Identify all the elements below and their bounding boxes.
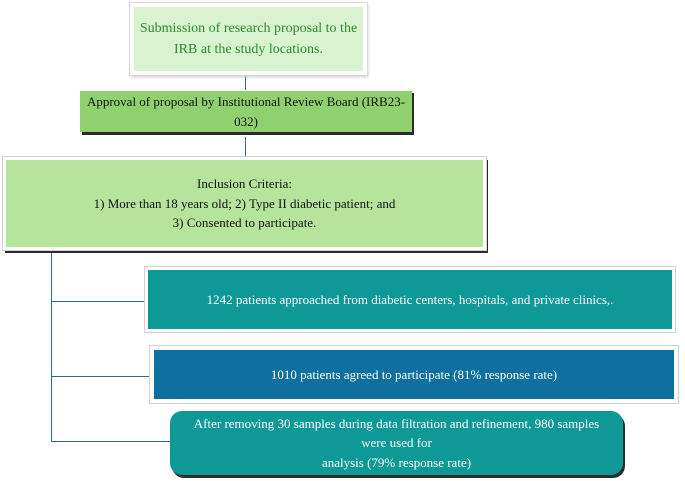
step-approval-box: Approval of proposal by Institutional Re… [80,90,412,132]
connector-branch-6 [51,441,171,442]
step-submission-line1: Submission of research proposal to the [139,21,358,36]
step-submission-line2: IRB at the study locations. [174,42,323,57]
step-approval-text: Approval of proposal by Institutional Re… [86,94,406,129]
step-analysis-line1: After removing 30 samples during data fi… [193,415,600,451]
step-analysis-line2: analysis (79% response rate) [321,454,472,470]
inclusion-criteria-title: Inclusion Criteria: [197,176,292,192]
inclusion-criteria-line2: 3) Consented to participate. [172,215,317,231]
step-agreed-text: 1010 patients agreed to participate (81%… [270,366,558,382]
step-approached-text: 1242 patients approached from diabetic c… [206,291,614,307]
connector-trunk [51,252,52,442]
step-inclusion-criteria-box: Inclusion Criteria: 1) More than 18 year… [2,156,487,251]
inclusion-criteria-line1: 1) More than 18 years old; 2) Type II di… [93,195,396,211]
step-analysis-box: After removing 30 samples during data fi… [170,411,623,475]
connector-branch-4 [51,301,146,302]
step-agreed-box: 1010 patients agreed to participate (81%… [149,345,679,404]
connector-2-3 [245,137,246,158]
connector-branch-5 [51,376,151,377]
step-approached-box: 1242 patients approached from diabetic c… [144,266,676,333]
step-submission-box: Submission of research proposal to the I… [129,2,368,76]
connector-1-2 [245,75,246,91]
